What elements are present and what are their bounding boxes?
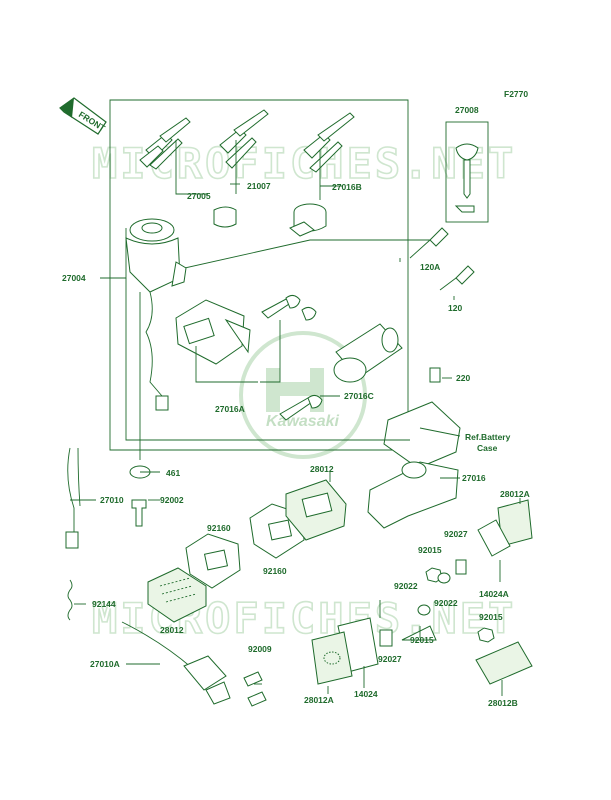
label-28012-top: 28012 <box>310 464 334 474</box>
ref-battery-line1: Ref.Battery <box>465 432 511 442</box>
keys-21007 <box>219 109 269 169</box>
reflector-28012A-bottom <box>311 631 353 685</box>
screw-120A <box>409 227 449 259</box>
keys-27016B <box>303 112 355 173</box>
label-14024: 14024 <box>354 689 378 699</box>
label-92022-a: 92022 <box>394 581 418 591</box>
label-27005: 27005 <box>187 191 211 201</box>
label-14024A: 14024A <box>479 589 509 599</box>
label-120A: 120A <box>420 262 440 272</box>
washer-92022-a <box>417 604 431 616</box>
label-92015-b: 92015 <box>410 635 434 645</box>
reflector-28012B <box>475 641 533 685</box>
diagram-code: F2770 <box>504 89 528 99</box>
key-27016C <box>279 394 323 421</box>
bracket-27016 <box>367 461 459 529</box>
label-27016C: 27016C <box>344 391 374 401</box>
label-220: 220 <box>456 373 470 383</box>
label-27010: 27010 <box>100 495 124 505</box>
bracket-14024A <box>477 519 511 557</box>
label-27016: 27016 <box>462 473 486 483</box>
keys-27016A <box>261 294 317 321</box>
battery-case-bracket <box>383 401 461 469</box>
nut-92015-b <box>401 625 437 641</box>
nut-92015-c <box>477 627 495 643</box>
key-27008-box <box>445 121 489 223</box>
label-92002: 92002 <box>160 495 184 505</box>
switch-27010 <box>65 447 81 549</box>
label-27016A: 27016A <box>215 404 245 414</box>
label-92160-left: 92160 <box>207 523 231 533</box>
label-92015-c: 92015 <box>479 612 503 622</box>
washer-92022-b <box>437 572 451 584</box>
spring-92144 <box>67 579 73 621</box>
label-28012-left: 28012 <box>160 625 184 635</box>
label-27016B: 27016B <box>332 182 362 192</box>
lock-27016C <box>333 323 403 383</box>
collar-92027-a <box>455 559 467 575</box>
label-92160-mid: 92160 <box>263 566 287 576</box>
label-92022-b: 92022 <box>434 598 458 608</box>
label-92009: 92009 <box>248 644 272 654</box>
switch-27010A <box>121 621 231 705</box>
label-461: 461 <box>166 468 180 478</box>
logo-text: Kawasaki <box>266 413 339 430</box>
reflector-28012-left <box>147 567 207 623</box>
label-27008: 27008 <box>455 105 479 115</box>
label-21007: 21007 <box>247 181 271 191</box>
label-28012B: 28012B <box>488 698 518 708</box>
label-92144: 92144 <box>92 599 116 609</box>
key-27008 <box>454 143 479 213</box>
label-92027-a: 92027 <box>444 529 468 539</box>
label-92015-a: 92015 <box>418 545 442 555</box>
lock-27016B <box>289 203 327 237</box>
ref-battery-line2: Case <box>477 443 498 453</box>
bolt-92002 <box>131 499 147 527</box>
label-28012A-right: 28012A <box>500 489 530 499</box>
label-28012A-bottom: 28012A <box>304 695 334 705</box>
collar-92027-b <box>379 629 393 647</box>
label-92027-b: 92027 <box>378 654 402 664</box>
label-27010A: 27010A <box>90 659 120 669</box>
cap-21007 <box>213 206 237 228</box>
ignition-switch-27004 <box>125 218 187 411</box>
keys-27005 <box>139 117 191 170</box>
screw-120 <box>439 265 475 291</box>
label-27004: 27004 <box>62 273 86 283</box>
screw-220 <box>429 367 441 383</box>
steering-lock-27016A <box>175 299 251 365</box>
front-arrow-icon: FRONT <box>59 97 108 135</box>
label-120: 120 <box>448 303 462 313</box>
screws-92009 <box>243 671 267 707</box>
reflector-28012-top <box>285 479 347 541</box>
